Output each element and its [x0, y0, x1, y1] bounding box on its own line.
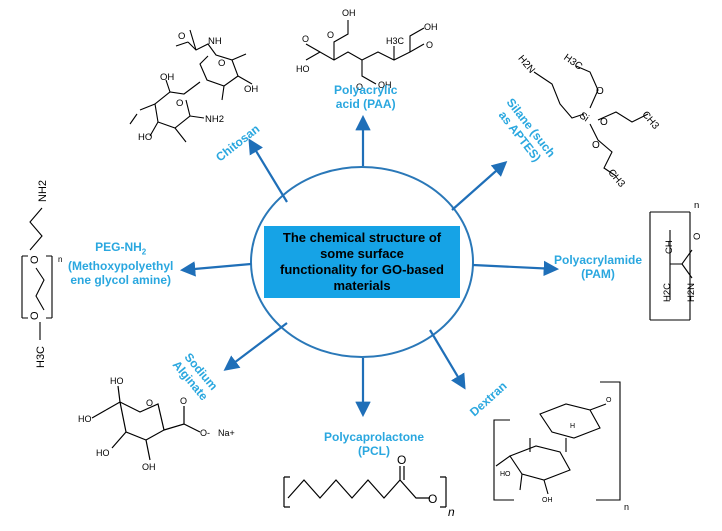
chitosan-structure: O NH O OH OH NH2 HO O: [129, 29, 258, 143]
svg-text:O-: O-: [200, 428, 210, 438]
center-title-line-3: functionality for GO-based: [280, 262, 444, 277]
svg-text:n: n: [624, 502, 629, 512]
svg-text:HO: HO: [296, 64, 310, 74]
svg-text:O: O: [180, 396, 187, 406]
svg-text:OH: OH: [424, 22, 438, 32]
svg-text:O: O: [596, 86, 604, 97]
svg-text:O: O: [606, 397, 612, 404]
svg-text:O: O: [356, 82, 363, 92]
svg-text:Na+: Na+: [218, 428, 235, 438]
svg-text:OH: OH: [142, 462, 156, 472]
arrow-silane: [451, 160, 508, 211]
label-pam: Polyacrylamide(PAM): [554, 253, 643, 281]
svg-text:O: O: [592, 140, 600, 151]
svg-text:O: O: [692, 233, 703, 240]
dextran-structure: n O H HO OH: [493, 381, 629, 512]
svg-text:O: O: [428, 492, 437, 506]
svg-text:HO: HO: [96, 448, 110, 458]
svg-text:O: O: [397, 453, 406, 467]
chitosan-atom-nh: NH: [208, 36, 222, 47]
svg-text:H2N: H2N: [686, 283, 697, 302]
arrow-dextran: [429, 329, 466, 390]
paa-structure: OH O H3C OH O HO O OH O: [296, 8, 438, 92]
svg-text:NH2: NH2: [205, 114, 224, 125]
svg-text:n: n: [694, 200, 699, 211]
center-title-line-4: materials: [333, 278, 391, 293]
arrow-peg: [179, 261, 252, 277]
svg-text:CH3: CH3: [605, 167, 627, 190]
svg-text:O: O: [302, 34, 309, 44]
svg-text:H3C: H3C: [35, 346, 47, 368]
svg-text:OH: OH: [244, 84, 258, 95]
pam-structure: n H2C CH O H2N: [649, 200, 703, 321]
label-peg: PEG-NH2 (Methoxypolyethyl ene glycol ami…: [68, 240, 174, 288]
svg-text:CH3: CH3: [639, 109, 661, 132]
center-title-box: The chemical structure of some surface f…: [264, 226, 460, 298]
arrow-pam: [472, 260, 560, 277]
svg-text:H2N: H2N: [515, 53, 536, 75]
svg-text:O: O: [29, 255, 41, 264]
svg-text:H3C: H3C: [386, 36, 405, 46]
svg-text:OH: OH: [160, 72, 174, 83]
arrow-alginate: [223, 322, 288, 371]
svg-text:O: O: [176, 98, 183, 109]
svg-text:O: O: [218, 58, 225, 69]
svg-text:O: O: [29, 311, 41, 320]
label-pcl: Polycaprolactone(PCL): [324, 430, 425, 458]
alginate-structure: HO O HO O- Na+ HO OH O: [78, 376, 235, 472]
svg-text:HO: HO: [78, 414, 92, 424]
svg-text:Si: Si: [577, 110, 591, 124]
pcl-structure: O O n: [283, 453, 455, 519]
svg-text:HO: HO: [500, 471, 511, 478]
svg-text:O: O: [327, 30, 334, 40]
svg-text:H2C: H2C: [662, 283, 673, 302]
center-title-line-2: some surface: [320, 246, 404, 261]
svg-text:O: O: [178, 31, 185, 42]
svg-text:O: O: [426, 40, 433, 50]
svg-text:n: n: [448, 505, 455, 519]
center-title-line-1: The chemical structure of: [282, 230, 442, 245]
svg-text:OH: OH: [378, 80, 392, 90]
svg-text:HO: HO: [110, 376, 124, 386]
arrows: [179, 114, 560, 418]
peg-structure: NH2 O n O H3C: [21, 180, 62, 368]
svg-text:n: n: [58, 255, 62, 264]
svg-text:O: O: [146, 398, 153, 408]
svg-text:OH: OH: [542, 497, 553, 504]
svg-text:O: O: [600, 117, 608, 128]
arrow-chitosan: [248, 138, 288, 203]
svg-text:H: H: [570, 423, 575, 430]
svg-text:NH2: NH2: [37, 180, 49, 202]
svg-text:OH: OH: [342, 8, 356, 18]
svg-text:HO: HO: [138, 132, 152, 143]
svg-text:CH: CH: [664, 240, 675, 254]
silane-structure: H2N H3C Si O O CH3 O CH3: [515, 52, 661, 190]
svg-text:H3C: H3C: [561, 52, 584, 72]
